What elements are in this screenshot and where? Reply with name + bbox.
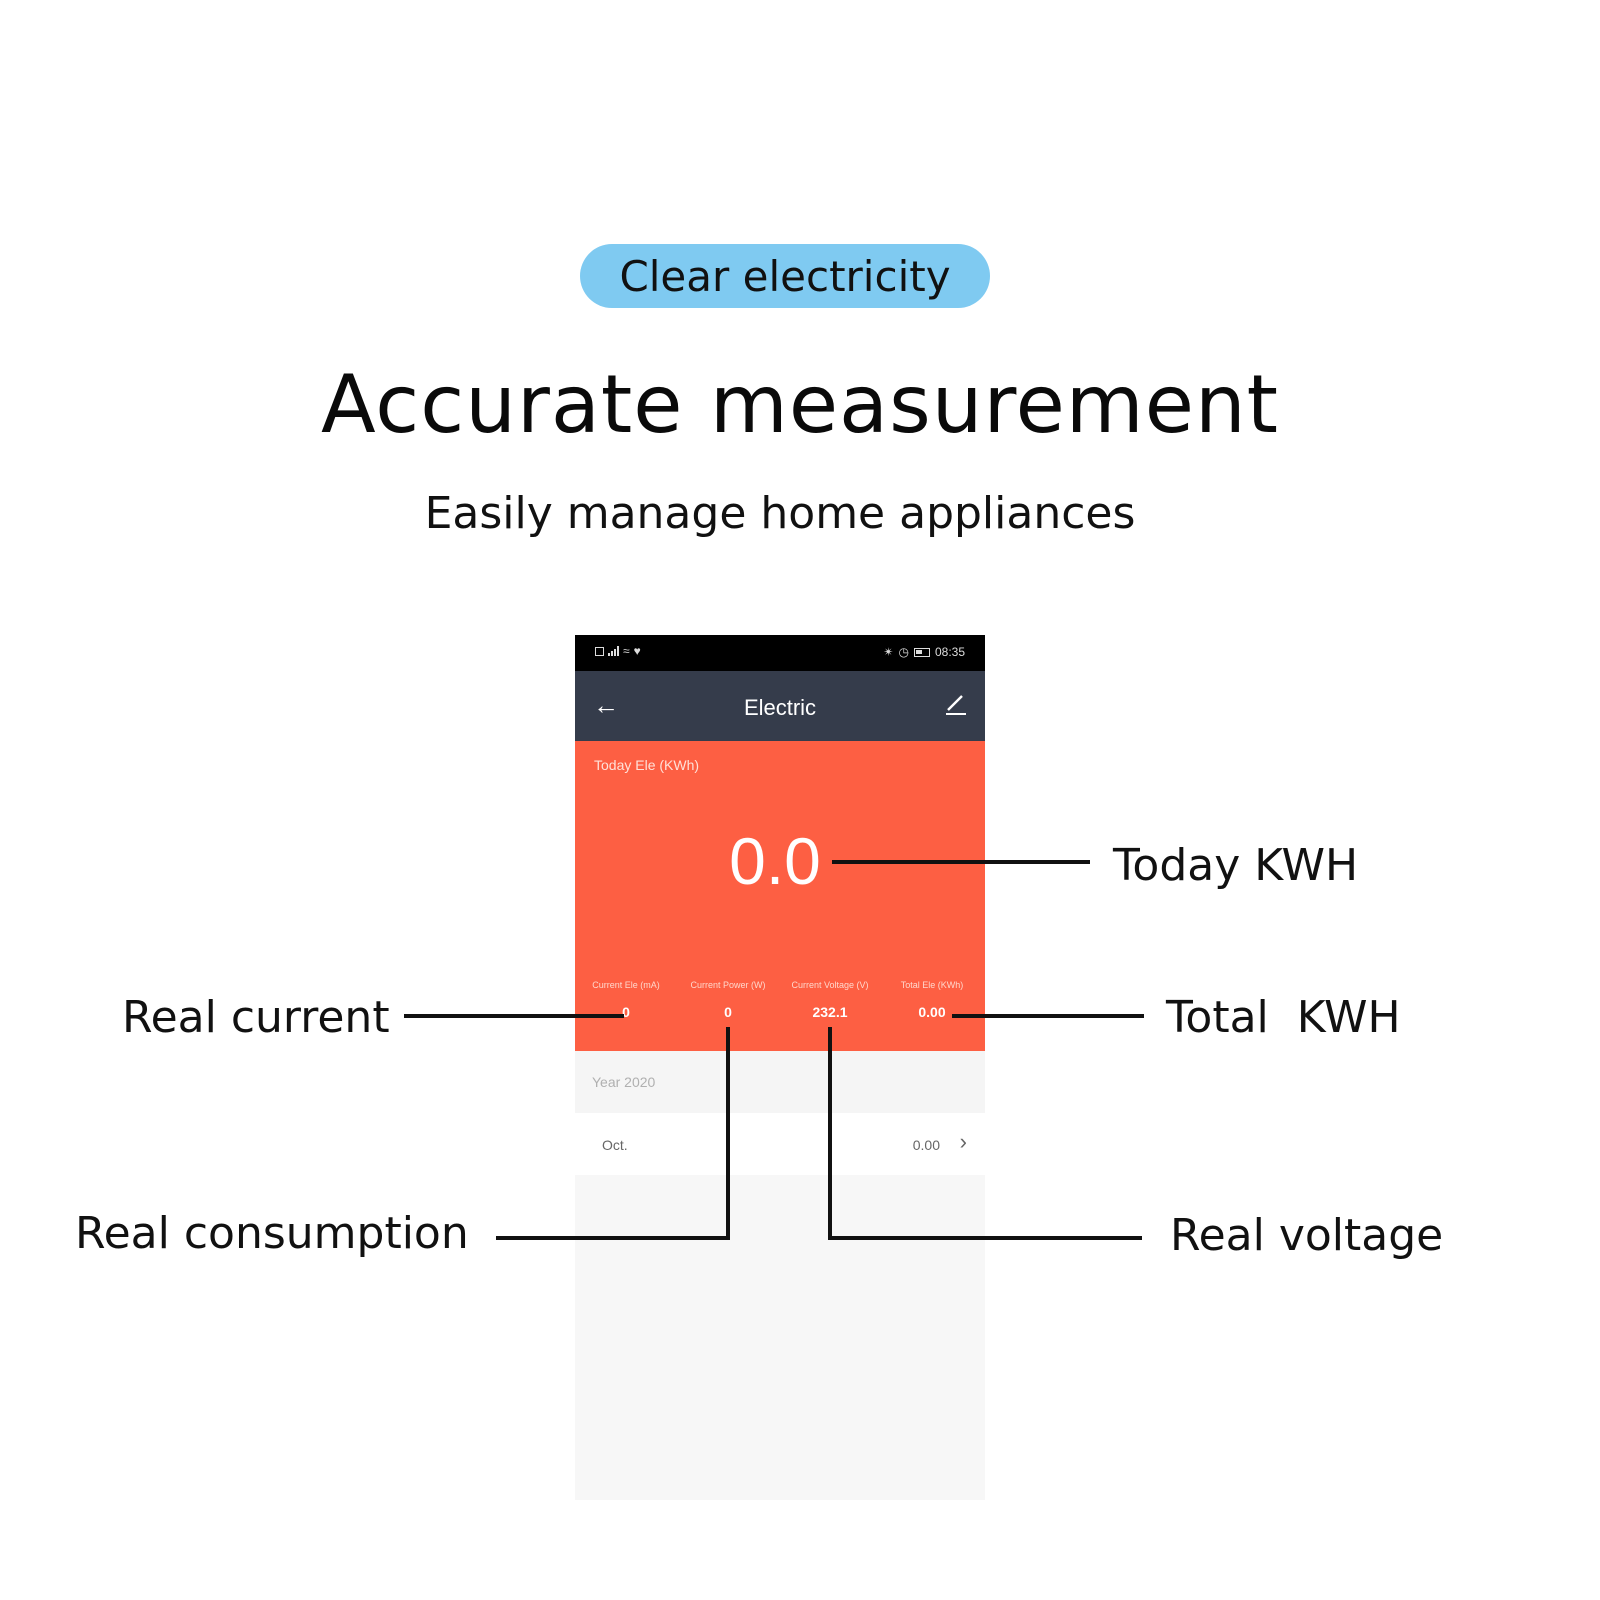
- back-arrow-icon[interactable]: ←: [593, 690, 619, 720]
- subheadline: Easily manage home appliances: [424, 488, 1136, 539]
- electricity-panel: Today Ele (KWh) 0.0 Current Ele (mA) 0 C…: [575, 741, 985, 1051]
- status-time: 08:35: [934, 645, 965, 659]
- line-real-voltage: [828, 1027, 1142, 1240]
- stat-voltage-label: Current Voltage (V): [791, 980, 869, 990]
- stat-power-label: Current Power (W): [690, 980, 766, 990]
- month-value: 0.00: [912, 1137, 940, 1153]
- status-bar: ≈ ♥ ✴ ◷ 08:35: [575, 635, 985, 671]
- stat-total-value: 0.00: [918, 1004, 946, 1020]
- signal-icon: [608, 646, 619, 656]
- sim-icon: [595, 646, 604, 656]
- status-right-icons: ✴ ◷ 08:35: [883, 645, 965, 659]
- stat-current-label: Current Ele (mA): [592, 980, 660, 990]
- today-value: 0.0: [729, 824, 821, 898]
- heart-icon: ♥: [633, 644, 641, 658]
- callout-real-voltage: Real voltage: [1170, 1210, 1444, 1261]
- year-header: Year 2020: [575, 1051, 985, 1113]
- edit-pencil-icon[interactable]: [943, 691, 969, 717]
- nav-bar: ← Electric: [575, 671, 985, 741]
- callout-real-current: Real current: [122, 992, 390, 1043]
- year-label: Year 2020: [592, 1074, 656, 1090]
- wifi-icon: ≈: [623, 644, 630, 658]
- alarm-icon: ◷: [898, 645, 909, 659]
- status-left-icons: ≈ ♥: [595, 644, 641, 658]
- callout-total-kwh: Total KWH: [1166, 992, 1401, 1043]
- stat-total-label: Total Ele (KWh): [900, 980, 964, 990]
- chevron-right-icon: ›: [959, 1129, 967, 1154]
- today-label: Today Ele (KWh): [594, 757, 700, 773]
- stat-current-value: 0: [622, 1004, 630, 1020]
- callout-today-kwh: Today KWH: [1113, 840, 1359, 891]
- bluetooth-icon: ✴: [883, 645, 894, 659]
- stat-voltage-value: 232.1: [812, 1004, 848, 1020]
- stat-power-value: 0: [724, 1004, 732, 1020]
- month-name: Oct.: [602, 1137, 628, 1153]
- callout-real-consumption: Real consumption: [75, 1208, 469, 1259]
- line-real-consumption: [496, 1027, 730, 1240]
- phone-screen: ≈ ♥ ✴ ◷ 08:35 ← Electric Today Ele (KWh)…: [575, 635, 985, 1500]
- battery-icon: [913, 647, 930, 657]
- month-row[interactable]: Oct. 0.00 ›: [575, 1113, 985, 1175]
- feature-pill: Clear electricity: [580, 244, 990, 308]
- screen-title: Electric: [743, 695, 817, 720]
- headline: Accurate measurement: [320, 358, 1280, 451]
